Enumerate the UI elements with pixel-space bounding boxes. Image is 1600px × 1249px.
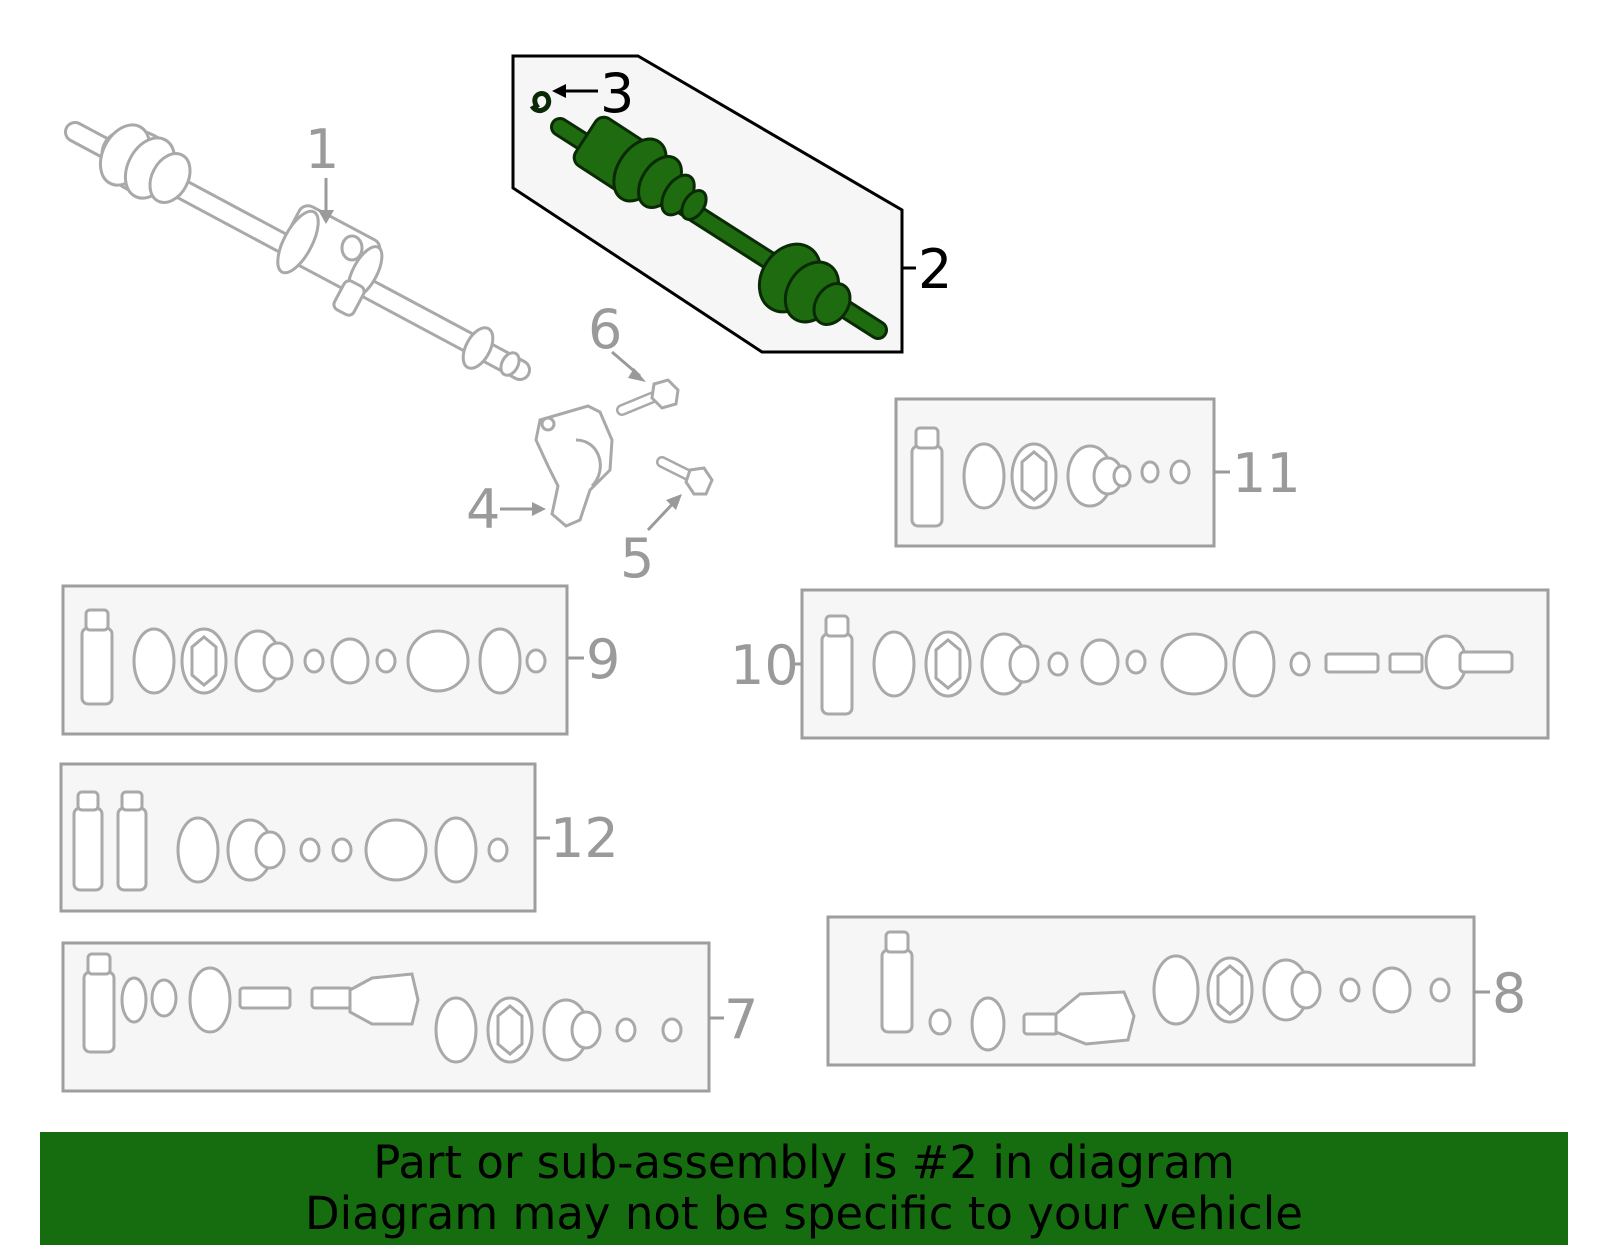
kit-box-8[interactable] — [826, 915, 1476, 1067]
callout-3: 3 — [600, 62, 634, 125]
callout-2: 2 — [918, 238, 952, 301]
banner-line-1: Part or sub-assembly is #2 in diagram — [373, 1136, 1235, 1189]
kit-box-7[interactable] — [61, 941, 711, 1093]
callout-12: 12 — [550, 807, 619, 870]
part-6-bolt[interactable] — [616, 378, 680, 416]
part-2-axle-shaft-highlighted[interactable] — [550, 113, 888, 340]
part-5-bolt[interactable] — [656, 456, 714, 496]
callout-6: 6 — [588, 298, 622, 361]
part-4-bearing-bracket[interactable] — [534, 404, 614, 528]
callout-5: 5 — [620, 527, 654, 590]
callout-7: 7 — [724, 988, 758, 1051]
info-banner: Part or sub-assembly is #2 in diagram Di… — [40, 1132, 1568, 1245]
kit-box-11[interactable] — [894, 397, 1216, 548]
callout-4: 4 — [466, 478, 500, 541]
callout-10: 10 — [730, 634, 799, 697]
part-3-snap-ring[interactable] — [529, 91, 552, 113]
callout-1: 1 — [305, 118, 339, 181]
callout-9: 9 — [586, 628, 620, 691]
kit-box-9[interactable] — [61, 584, 569, 736]
callout-8: 8 — [1492, 962, 1526, 1025]
banner-line-2: Diagram may not be specific to your vehi… — [305, 1187, 1303, 1240]
callout-11: 11 — [1232, 442, 1301, 505]
kit-box-10[interactable] — [800, 588, 1550, 740]
kit-box-12[interactable] — [59, 762, 537, 913]
part-1-axle-assembly[interactable] — [64, 116, 531, 381]
